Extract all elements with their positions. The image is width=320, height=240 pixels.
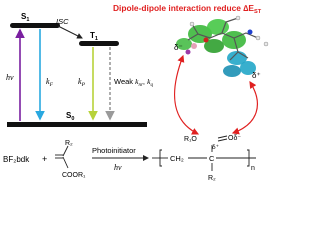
polymer-delta-plus: δ⁺: [212, 144, 220, 151]
polymer-r1o: R₁O: [184, 136, 197, 143]
hydrogen-atom: [235, 15, 241, 21]
t1-label: T1: [90, 31, 98, 42]
headline: Dipole-dipole interaction reduce ∆EST: [113, 3, 262, 15]
reactant-bf2bdk: BF₂bdk: [3, 155, 30, 164]
polymer-carbon: C: [209, 154, 215, 163]
orbital-lobe-cyan: [240, 61, 256, 75]
molecule-delta-plus: δ⁺: [252, 71, 261, 80]
orbital-lobe-green: [204, 39, 224, 53]
monomer-coor1: COOR₁: [62, 172, 86, 179]
orbital-lobe-green: [176, 38, 192, 50]
absorption-hv-label: hν: [6, 73, 14, 82]
kp-label: kP: [78, 77, 86, 88]
isc-arrow: [57, 25, 83, 39]
molecule-delta-minus: δ⁻: [174, 43, 183, 52]
s1-label: S1: [21, 12, 29, 23]
diagram-canvas: Dipole-dipole interaction reduce ∆EST S1…: [3, 3, 269, 182]
orbital-lobe-cyan: [223, 65, 241, 77]
polymer-structure: CH₂ C n R₂ R₁O Oδ⁻ δ⁺: [152, 135, 256, 182]
nitrogen-atom: [247, 29, 253, 35]
kf-label: kF: [46, 77, 54, 88]
s0-level: [7, 122, 147, 127]
jablonski-diagram: S1 T1 S0 ISC hν kF kP Weak knr, kq: [6, 12, 153, 127]
dipole-arrow-left: [174, 54, 200, 135]
polymer-repeat-n: n: [251, 165, 255, 172]
plus-sign: +: [42, 154, 47, 164]
molecule-skeleton: [187, 17, 259, 61]
monomer-r2: R₂: [65, 140, 73, 147]
polymer-bond-carbonyl: [217, 135, 228, 139]
monomer-bond-r2: [62, 145, 69, 157]
reaction-scheme: BF₂bdk + R₂ COOR₁ Photoinitiator hν: [3, 140, 149, 179]
polymer-ch2: CH₂: [170, 154, 184, 163]
isc-label: ISC: [56, 17, 69, 26]
orbital-lobe-green: [207, 19, 229, 35]
polymer-o-delta-minus: Oδ⁻: [228, 135, 241, 142]
hydrogen-atom: [263, 41, 269, 47]
polymer-bond-carbonyl: [217, 138, 228, 142]
molecular-orbital-image: δ⁻ δ⁺: [174, 15, 269, 80]
fluorine-atom: [185, 49, 191, 55]
dipole-arrow-right: [231, 80, 258, 135]
boron-atom: [191, 43, 197, 49]
hydrogen-atom: [255, 35, 261, 41]
photoinitiator-label: Photoinitiator: [92, 146, 136, 155]
monomer-bond-ester: [62, 156, 69, 169]
hydrogen-atom: [189, 21, 195, 27]
s0-label: S0: [66, 111, 74, 122]
s1-level: [10, 23, 60, 28]
polymer-r2: R₂: [208, 175, 216, 182]
weak-nonradiative-label: Weak knr, kq: [114, 77, 153, 88]
reaction-hv-label: hν: [114, 163, 122, 172]
t1-level: [79, 41, 119, 46]
oxygen-atom: [203, 37, 209, 43]
